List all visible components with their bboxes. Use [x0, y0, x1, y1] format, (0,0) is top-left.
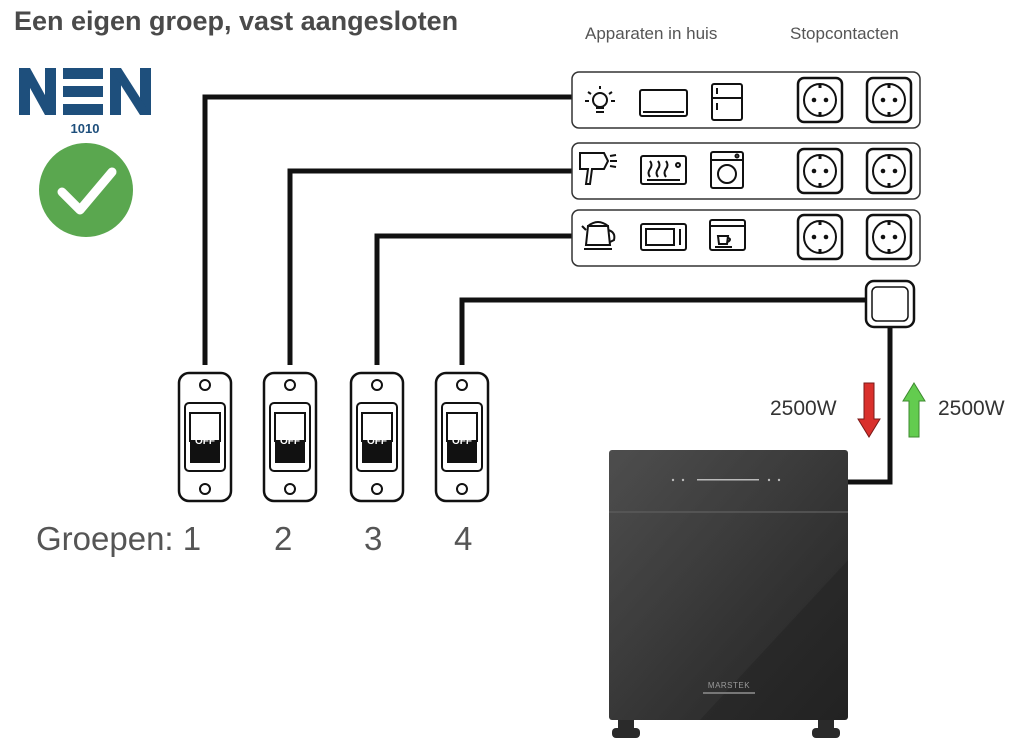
hairdryer-icon: [579, 152, 617, 185]
wires: [202, 94, 893, 485]
svg-text:OFF: OFF: [367, 436, 387, 447]
sockets-header: Stopcontacten: [790, 24, 899, 43]
group-number-3: 3: [364, 520, 383, 557]
fridge-icon: [711, 83, 743, 121]
microwave-icon: [640, 223, 687, 251]
wire-group-3: [374, 233, 572, 365]
breaker-group-1: OFF: [177, 371, 233, 503]
kettle-icon: [581, 221, 616, 250]
battery-brand: MARSTEK: [708, 681, 750, 690]
svg-text:OFF: OFF: [280, 436, 300, 447]
wire-battery: [848, 328, 893, 485]
diagram-title: Een eigen groep, vast aangesloten: [14, 6, 459, 36]
check-icon: [39, 143, 133, 237]
arrow-down-icon: [857, 382, 881, 438]
devices-header: Apparaten in huis: [585, 24, 718, 43]
heater-icon: [640, 155, 687, 185]
power-down-label: 2500W: [770, 397, 837, 420]
home-battery: MARSTEK: [609, 450, 848, 738]
connection-box: [864, 279, 916, 329]
arrow-up-icon: [902, 382, 926, 438]
nen-logo-subtext: 1010: [71, 121, 100, 136]
groups-prefix: Groepen: 1: [36, 520, 202, 557]
wire-group-4: [459, 297, 868, 365]
coffee-machine-icon: [709, 219, 746, 251]
breaker-group-4: OFF: [434, 371, 490, 503]
nen-logo: 1010: [19, 68, 151, 136]
wire-group-2: [287, 168, 572, 365]
group-number-2: 2: [274, 520, 293, 557]
wire-group-1: [202, 94, 572, 365]
group-number-1: 1: [182, 520, 202, 557]
svg-text:OFF: OFF: [452, 436, 472, 447]
washing-machine-icon: [710, 151, 744, 189]
group-number-4: 4: [454, 520, 473, 557]
breaker-group-3: OFF: [349, 371, 405, 503]
tv-icon: [639, 89, 688, 117]
svg-text:OFF: OFF: [195, 436, 215, 447]
power-up-label: 2500W: [938, 397, 1005, 420]
breaker-group-2: OFF: [262, 371, 318, 503]
lamp-icon: [585, 86, 615, 113]
